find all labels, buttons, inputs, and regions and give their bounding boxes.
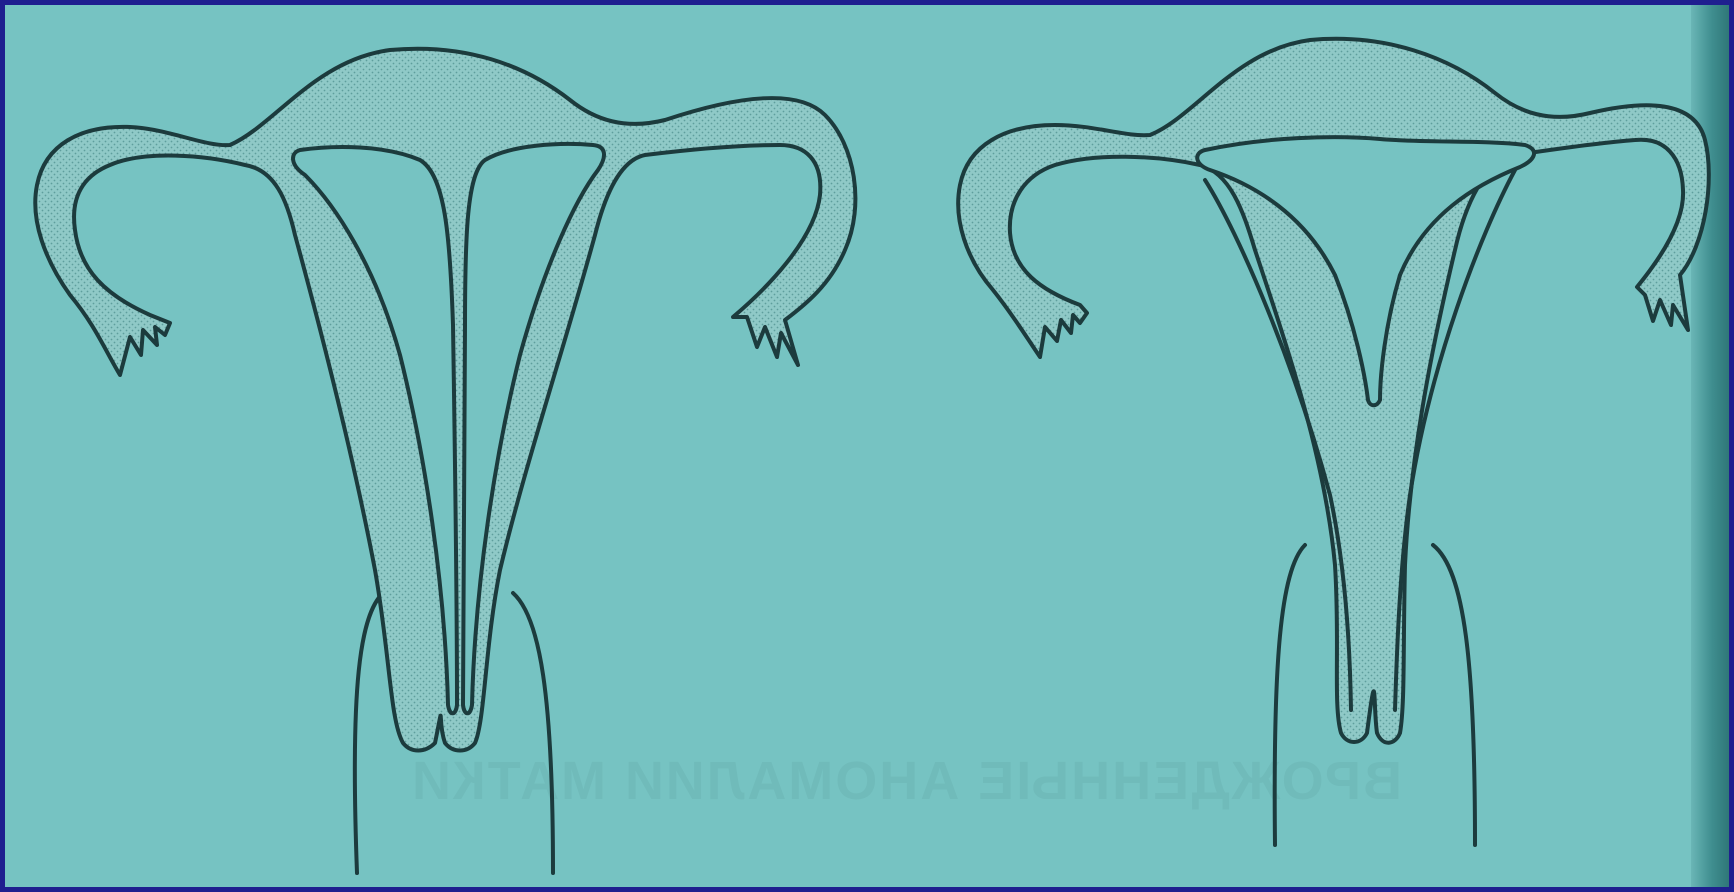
vagina-right-wall-right: [1433, 545, 1475, 845]
vagina-left-wall-left: [355, 593, 383, 873]
vagina-left-wall-right: [1275, 545, 1305, 845]
vagina-right-wall-left: [513, 593, 553, 873]
uterus-left: [35, 49, 855, 873]
uterus-right: [958, 39, 1709, 845]
cavity-fused-right: [1197, 137, 1534, 405]
uterus-anomaly-diagram: [5, 5, 1734, 892]
